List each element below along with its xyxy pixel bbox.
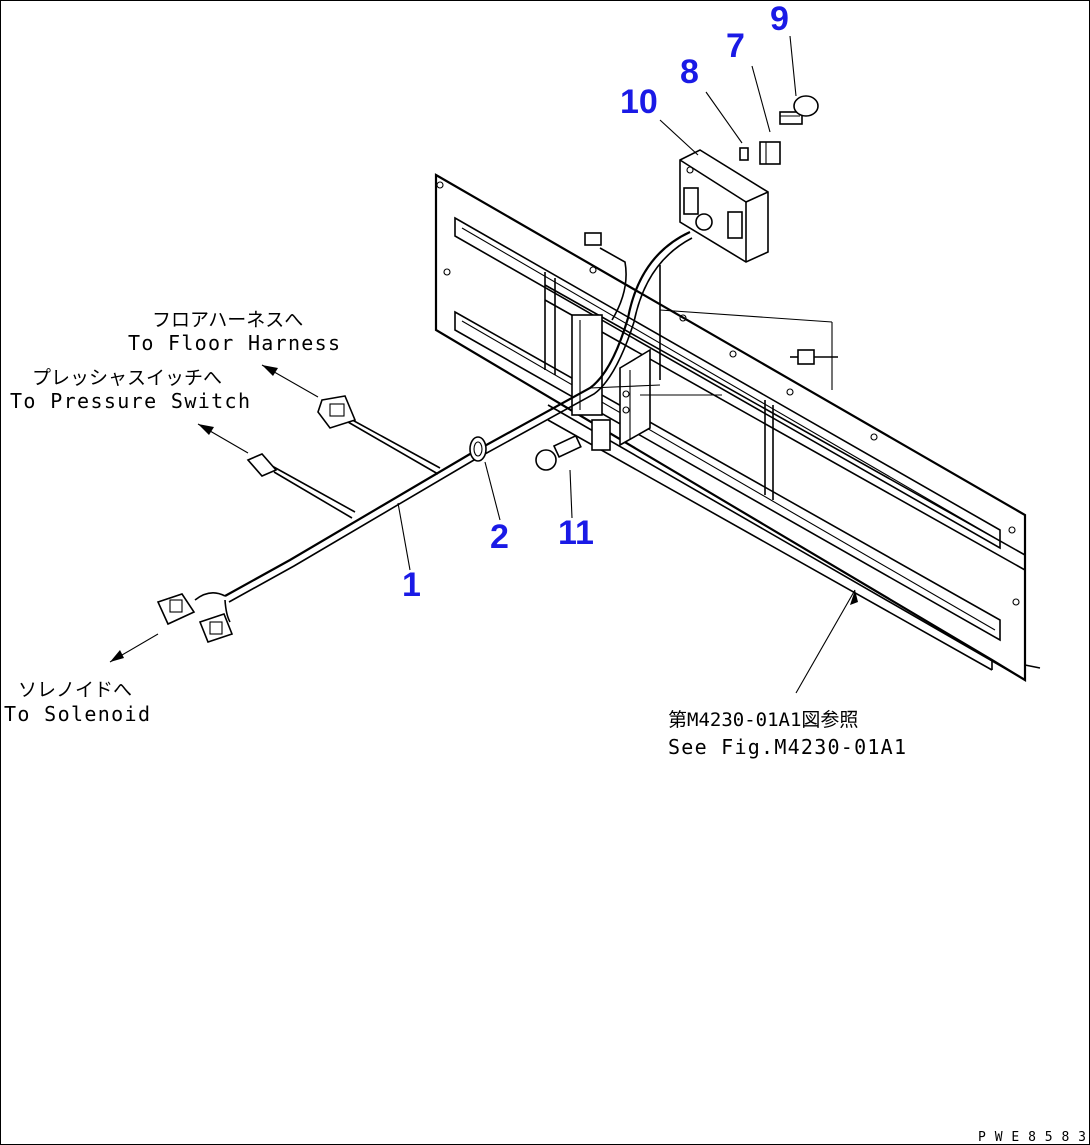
label-solenoid-jp: ソレノイドへ [18,679,132,701]
small-connector-icon [584,232,602,246]
callout-1: 1 [402,566,421,604]
nut-8-icon [739,147,749,161]
callout-10: 10 [620,83,658,121]
bolt-9-icon [779,95,819,125]
label-floor-harness-jp: フロアハーネスへ [152,309,303,331]
callout-8: 8 [680,53,699,91]
callout-11: 11 [558,514,594,552]
label-floor-harness-en: To Floor Harness [128,331,340,355]
grommet-2-icon [469,436,487,462]
label-fig-ref-jp: 第M4230-01A1図参照 [668,709,858,731]
label-pressure-switch-en: To Pressure Switch [10,389,250,413]
controller-box [679,149,769,263]
label-fig-ref-en: See Fig.M4230-01A1 [668,735,906,759]
callout-9: 9 [770,0,789,38]
solenoid-connector-icon-b [198,613,234,643]
direction-arrows [109,364,319,663]
drawing-code: PWE8583 [978,1130,1086,1145]
wiring-harness [156,231,693,643]
callout-2: 2 [490,518,509,556]
label-pressure-switch-jp: プレッシャスイッチへ [32,367,222,389]
washer-7-icon [759,141,781,165]
solenoid-connector-icon-a [156,593,196,626]
bolt-11-icon [535,434,582,471]
label-solenoid-en: To Solenoid [4,702,150,726]
limit-switch-icon [790,349,838,365]
callout-leaders [397,35,858,694]
mounting-panel [434,173,1041,682]
callout-7: 7 [726,27,745,65]
floor-harness-connector-icon [317,395,357,429]
pressure-switch-connector-icon [246,453,278,477]
